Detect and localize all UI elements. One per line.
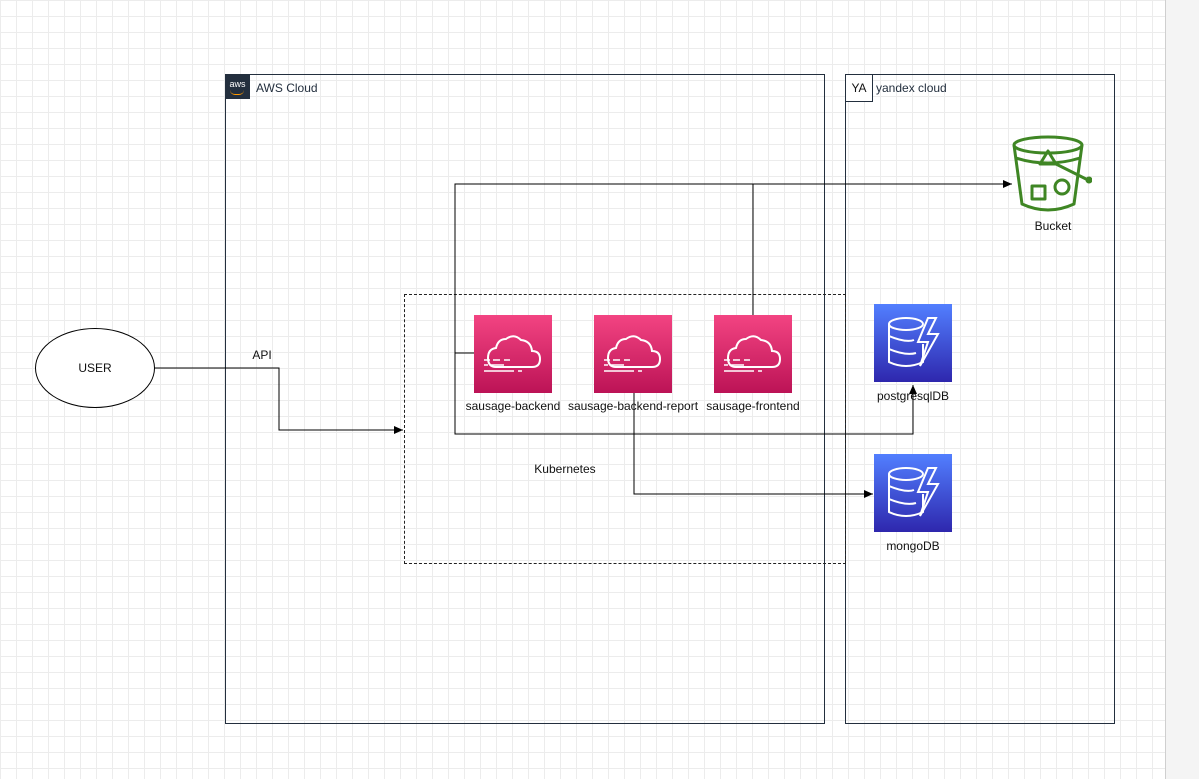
edge-report-mongo[interactable] — [633, 392, 873, 498]
database-icon — [888, 467, 940, 517]
aws-logo-icon: aws — [225, 74, 250, 99]
bucket-node[interactable] — [1012, 134, 1093, 214]
cloud-service-icon — [484, 335, 542, 372]
yandex-logo-icon: YA — [845, 74, 873, 102]
yandex-cloud-title: yandex cloud — [876, 81, 947, 95]
s3-bucket-icon — [1012, 135, 1093, 212]
kubernetes-cluster-box[interactable] — [404, 294, 846, 564]
user-node[interactable]: USER — [35, 328, 155, 408]
database-icon — [888, 317, 940, 367]
sausage-backend-report-label: sausage-backend-report — [567, 399, 699, 413]
mongodb-label: mongoDB — [886, 539, 940, 553]
sausage-backend-label: sausage-backend — [465, 399, 561, 413]
edge-backend-postgres[interactable] — [454, 353, 917, 435]
sausage-backend-node[interactable] — [474, 315, 552, 393]
sausage-backend-report-node[interactable] — [594, 315, 672, 393]
aws-logo-text: aws — [229, 79, 246, 89]
sausage-frontend-node[interactable] — [714, 315, 792, 393]
cloud-service-icon — [724, 335, 782, 372]
api-edge-label: API — [252, 348, 272, 362]
user-label: USER — [78, 361, 112, 375]
postgresql-label: postgresqlDB — [876, 389, 950, 403]
cloud-service-icon — [604, 335, 662, 372]
aws-cloud-title: AWS Cloud — [256, 81, 318, 95]
sausage-frontend-label: sausage-frontend — [706, 399, 800, 413]
aws-cloud-group[interactable] — [225, 74, 825, 724]
kubernetes-label: Kubernetes — [534, 462, 596, 476]
canvas-right-edge — [1165, 0, 1199, 779]
bucket-label: Bucket — [1034, 219, 1072, 233]
postgresql-node[interactable] — [874, 304, 952, 382]
mongodb-node[interactable] — [874, 454, 952, 532]
edge-backend-bucket[interactable] — [454, 180, 1012, 354]
edge-user-api[interactable] — [155, 367, 403, 434]
